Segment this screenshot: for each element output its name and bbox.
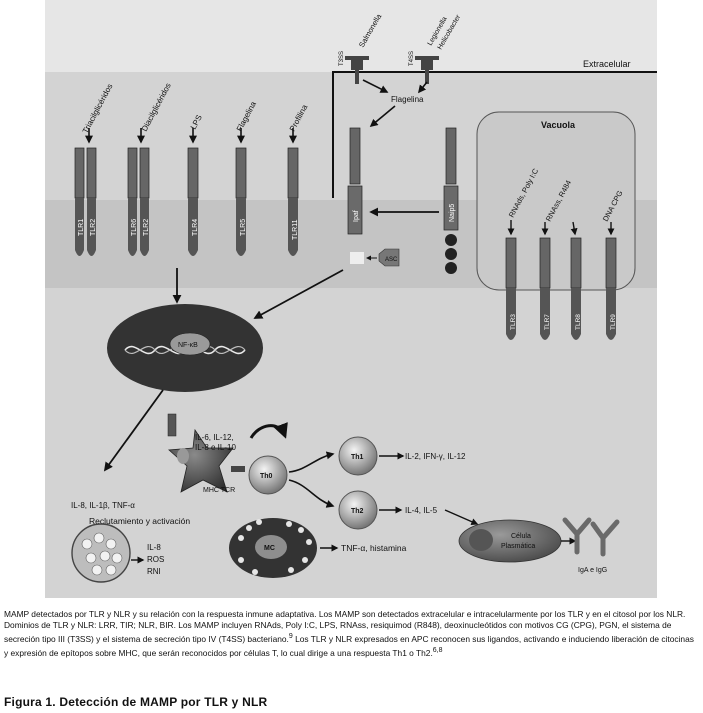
- nfkb-complex: [169, 332, 211, 356]
- autocrine-arrow: [249, 422, 288, 439]
- neutrophil-input: IL-8, IL-1β, TNF-α: [71, 501, 135, 510]
- tlr-label: TLR5: [240, 219, 247, 236]
- tlr11-receptor: TLR11: [287, 128, 299, 256]
- neutrophil-output: ROS: [147, 555, 164, 564]
- t4ss-label: T4SS: [409, 51, 415, 66]
- neutrophil-output: IL-8: [147, 543, 161, 552]
- tlr6-tlr2-receptor: TLR6 TLR2: [127, 128, 150, 256]
- mhc-complex: [231, 466, 245, 472]
- th2-cell: [338, 490, 378, 530]
- th2-cytokines: IL-4, IL-5: [405, 506, 438, 515]
- t3ss-label: T3SS: [339, 51, 345, 66]
- cell-boundary-line: [332, 71, 657, 198]
- arrow-t3ss-flagellin: [362, 79, 389, 93]
- antibody-label: IgA e IgG: [578, 567, 607, 574]
- nfkb-label: NF-κB: [178, 342, 198, 349]
- th1-cell: [338, 436, 378, 476]
- apc-cell: [167, 413, 234, 493]
- card-domain: [350, 252, 364, 264]
- apc-receptor: [167, 413, 177, 437]
- arrow-th0-th1: [288, 451, 335, 473]
- tlr-label: TLR11: [292, 219, 299, 240]
- caption-text: MAMP detectados por TLR y NLR y su relac…: [4, 609, 686, 645]
- caption-ref: 6,8: [432, 647, 443, 655]
- tlr1-tlr2-receptor: TLR1 TLR2: [74, 128, 97, 256]
- arrow-th2-plasma: [444, 509, 479, 525]
- figure-title: Figura 1. Detección de MAMP por TLR y NL…: [4, 695, 268, 709]
- arrow-t4ss-flagellin: [418, 81, 428, 94]
- tlr3-receptor: TLR3: [505, 220, 517, 340]
- flagellin-label: Flagelina: [391, 95, 424, 104]
- diagram-figure: Extracelular Vacuola T3SS Salmonella T4S…: [45, 0, 657, 598]
- naip5-label: Naip5: [449, 204, 456, 222]
- ipaf-label: Ipaf: [353, 210, 360, 222]
- apc-receptor-small: [177, 448, 189, 464]
- th0-label: Th0: [260, 473, 273, 480]
- th1-cytokines: IL-2, IFN-γ, IL-12: [405, 452, 466, 461]
- neutrophil-output: RNI: [147, 567, 161, 576]
- arrow-flagellin-ipaf: [369, 105, 396, 128]
- figure-caption: MAMP detectados por TLR y NLR y su relac…: [4, 609, 700, 659]
- mast-cell-granules: [238, 519, 312, 575]
- tlr-label: TLR2: [90, 219, 97, 236]
- mhc-tcr-label: MHC TCR: [203, 487, 235, 494]
- caption-ref: 9: [288, 633, 293, 641]
- mast-cell-nucleus: [255, 535, 287, 559]
- extracellular-label: Extracelular: [583, 59, 631, 69]
- arrow-nlr-nucleus: [253, 269, 344, 319]
- asc-adaptor: [378, 248, 400, 267]
- tlr7-receptor: TLR7: [539, 222, 551, 340]
- tlr-label: TLR9: [610, 314, 617, 330]
- vacuole-label: Vacuola: [541, 120, 576, 130]
- mc-label: MC: [264, 545, 275, 552]
- tlr5-receptor: TLR5: [235, 128, 247, 256]
- antibody-icon: [562, 517, 620, 557]
- tlr-label: TLR8: [575, 314, 582, 330]
- recruitment-label: Reclutamiento y activación: [89, 516, 190, 526]
- asc-label: ASC: [385, 257, 398, 263]
- tlr-label: TLR6: [131, 219, 138, 236]
- tlr9-receptor: TLR9: [605, 222, 617, 340]
- tlr8-receptor: TLR8: [570, 221, 582, 340]
- tlr-label: TLR7: [544, 314, 551, 330]
- plasma-label-line2: Plasmática: [501, 543, 535, 550]
- caption-text-tail: Los TLR y NLR expresados en APC reconoce…: [4, 634, 694, 659]
- tlr-label: TLR4: [192, 219, 199, 236]
- ipaf-receptor: Ipaf ASC: [347, 127, 400, 267]
- mast-cell-output: TNF-α, histamina: [341, 543, 407, 553]
- plasma-cell-nucleus: [469, 529, 493, 551]
- naip5-receptor: Naip5: [443, 127, 459, 274]
- tlr-label: TLR3: [510, 314, 517, 330]
- apc-cytokines-line1: IL-6, IL-12,: [195, 433, 234, 442]
- vacuole: [476, 111, 636, 291]
- tlr-label: TLR2: [143, 219, 150, 236]
- th0-cell: [248, 455, 288, 495]
- tlr-label: TLR1: [78, 219, 85, 236]
- plasma-label-line1: Célula: [511, 533, 531, 540]
- th2-label: Th2: [351, 508, 364, 515]
- apc-cytokines-line2: IL-8 e IL-10: [195, 443, 236, 452]
- arrow-th0-th2: [288, 479, 335, 508]
- tlr4-receptor: TLR4: [187, 128, 199, 256]
- arrow-nucleus-neutrophil: [103, 389, 164, 472]
- th1-label: Th1: [351, 454, 364, 461]
- neutrophil-granules: [81, 532, 123, 576]
